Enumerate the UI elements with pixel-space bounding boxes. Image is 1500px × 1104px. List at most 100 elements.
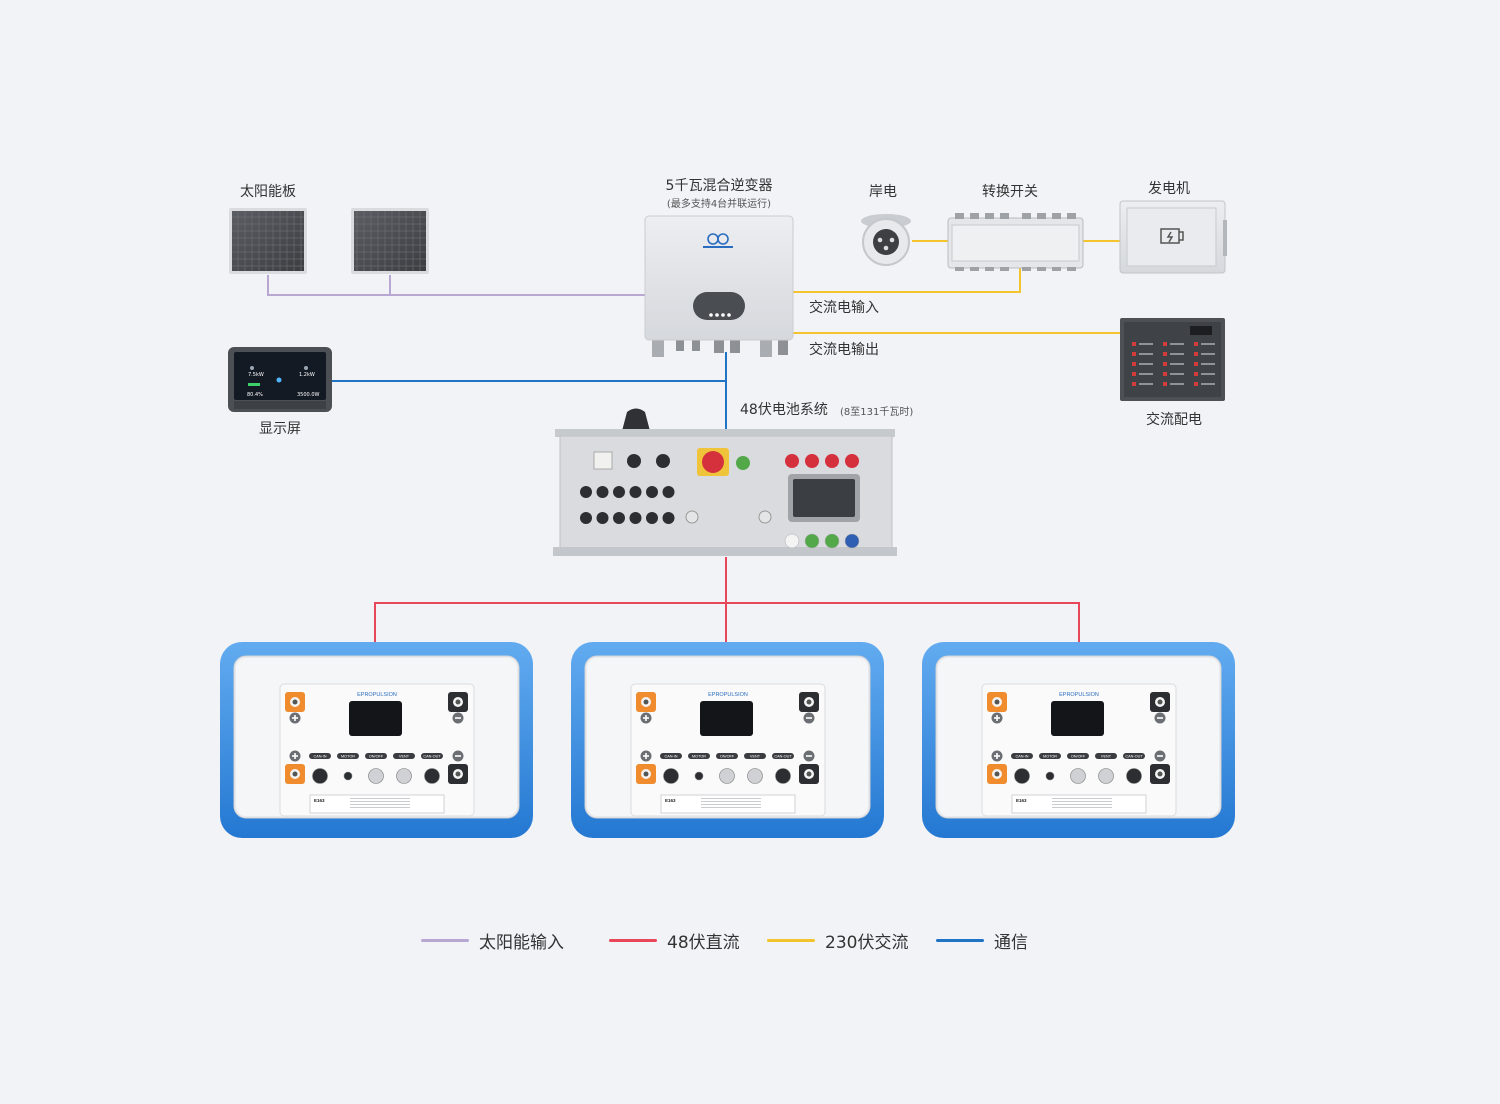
breaker-switch bbox=[1163, 382, 1167, 386]
negative-terminal bbox=[448, 692, 468, 712]
generator-icon bbox=[1160, 228, 1184, 244]
transfer-switch bbox=[947, 213, 1084, 271]
breaker-switch bbox=[1163, 372, 1167, 376]
shore-power-inlet bbox=[861, 214, 911, 266]
port-can-in bbox=[1014, 768, 1030, 784]
brand-logo-icon bbox=[703, 233, 733, 248]
negative-terminal bbox=[1150, 764, 1170, 784]
cable-gland bbox=[580, 486, 592, 498]
generator bbox=[1119, 200, 1227, 274]
breaker-switch bbox=[1194, 372, 1198, 376]
hybrid-inverter bbox=[644, 215, 794, 357]
legend: 太阳能输入 48伏直流 230伏交流 通信 bbox=[0, 928, 1500, 954]
port-motor bbox=[694, 771, 704, 781]
legend-swatch-solar bbox=[421, 939, 469, 942]
display-screen bbox=[228, 347, 332, 412]
legend-label: 太阳能输入 bbox=[479, 933, 564, 953]
positive-terminal bbox=[636, 692, 656, 712]
port-can-out bbox=[424, 768, 440, 784]
battery-system-note: (8至131千瓦时) bbox=[840, 407, 914, 418]
legend-swatch-comm bbox=[936, 939, 984, 942]
plus-icon bbox=[289, 750, 301, 762]
wire-solar-input bbox=[267, 275, 645, 296]
port-vent bbox=[1098, 768, 1114, 784]
legend-label: 230伏交流 bbox=[825, 933, 909, 953]
battery-control-box bbox=[553, 408, 897, 556]
port-can-in bbox=[663, 768, 679, 784]
positive-terminal bbox=[285, 692, 305, 712]
negative-terminal bbox=[799, 764, 819, 784]
indicator-button bbox=[844, 533, 860, 549]
breaker-switch bbox=[1194, 342, 1198, 346]
legend-swatch-dc48 bbox=[609, 939, 657, 942]
minus-icon bbox=[1154, 712, 1166, 724]
legend-swatch-ac230 bbox=[767, 939, 815, 942]
plus-icon bbox=[640, 750, 652, 762]
fuse-button bbox=[805, 454, 819, 468]
cable-gland bbox=[613, 512, 625, 524]
ac-output-label: 交流电输出 bbox=[809, 342, 879, 358]
cable-gland bbox=[629, 512, 642, 524]
battery-screen bbox=[349, 701, 402, 736]
port-label: CAN-IN bbox=[1015, 755, 1028, 759]
battery-model: E163 bbox=[665, 798, 676, 803]
port-can-in bbox=[312, 768, 328, 784]
plus-icon bbox=[991, 712, 1003, 724]
minus-icon bbox=[452, 750, 464, 762]
positive-terminal bbox=[285, 764, 305, 784]
generator-label: 发电机 bbox=[1148, 181, 1190, 197]
legend-item-ac230: 230伏交流 bbox=[767, 928, 908, 953]
port-label: ON/OFF bbox=[369, 755, 384, 759]
negative-terminal bbox=[448, 764, 468, 784]
port-label: CAN-IN bbox=[313, 755, 326, 759]
cable-gland bbox=[580, 512, 592, 524]
cable-gland bbox=[662, 486, 675, 498]
port-motor bbox=[343, 771, 353, 781]
battery-screen bbox=[1051, 701, 1104, 736]
indicator-button bbox=[784, 533, 800, 549]
port-motor bbox=[1045, 771, 1055, 781]
minus-icon bbox=[803, 750, 815, 762]
breaker-switch bbox=[1132, 352, 1136, 356]
transfer-switch-label: 转换开关 bbox=[982, 184, 1038, 200]
display-energy: 3500.0W bbox=[297, 392, 320, 398]
battery-model: E163 bbox=[1016, 798, 1027, 803]
battery-model: E163 bbox=[314, 798, 325, 803]
port-label: CAN-IN bbox=[664, 755, 677, 759]
legend-item-solar: 太阳能输入 bbox=[421, 928, 564, 953]
cable-gland bbox=[613, 486, 625, 498]
breaker-switch bbox=[1163, 342, 1167, 346]
port-label: VENT bbox=[399, 755, 410, 759]
ac-distribution-label: 交流配电 bbox=[1146, 412, 1202, 428]
ac-input-label: 交流电输入 bbox=[809, 300, 879, 316]
breaker-switch bbox=[1163, 362, 1167, 366]
inverter-label: 5千瓦混合逆变器 bbox=[665, 178, 773, 194]
breaker-switch bbox=[1163, 352, 1167, 356]
port-label: ON/OFF bbox=[1071, 755, 1086, 759]
battery-brand: EPROPULSION bbox=[1059, 692, 1099, 698]
battery-brand: EPROPULSION bbox=[708, 692, 748, 698]
fuse-button bbox=[845, 454, 859, 468]
fuse-button bbox=[825, 454, 839, 468]
cable-gland bbox=[629, 486, 642, 498]
plus-icon bbox=[289, 712, 301, 724]
port-on-off bbox=[1070, 768, 1086, 784]
cable-gland bbox=[646, 486, 658, 498]
display-soc: 80.4% bbox=[247, 392, 263, 398]
port-on-off bbox=[719, 768, 735, 784]
port-label: CAN-OUT bbox=[774, 755, 792, 759]
minus-icon bbox=[803, 712, 815, 724]
breaker-switch bbox=[1132, 342, 1136, 346]
plus-icon bbox=[640, 712, 652, 724]
shore-power-label: 岸电 bbox=[869, 184, 897, 200]
wire-ac-input bbox=[793, 268, 1021, 293]
port-vent bbox=[396, 768, 412, 784]
battery-brand: EPROPULSION bbox=[357, 692, 397, 698]
port-vent bbox=[747, 768, 763, 784]
battery-system-label: 48伏电池系统 bbox=[740, 402, 828, 418]
port-can-out bbox=[1126, 768, 1142, 784]
